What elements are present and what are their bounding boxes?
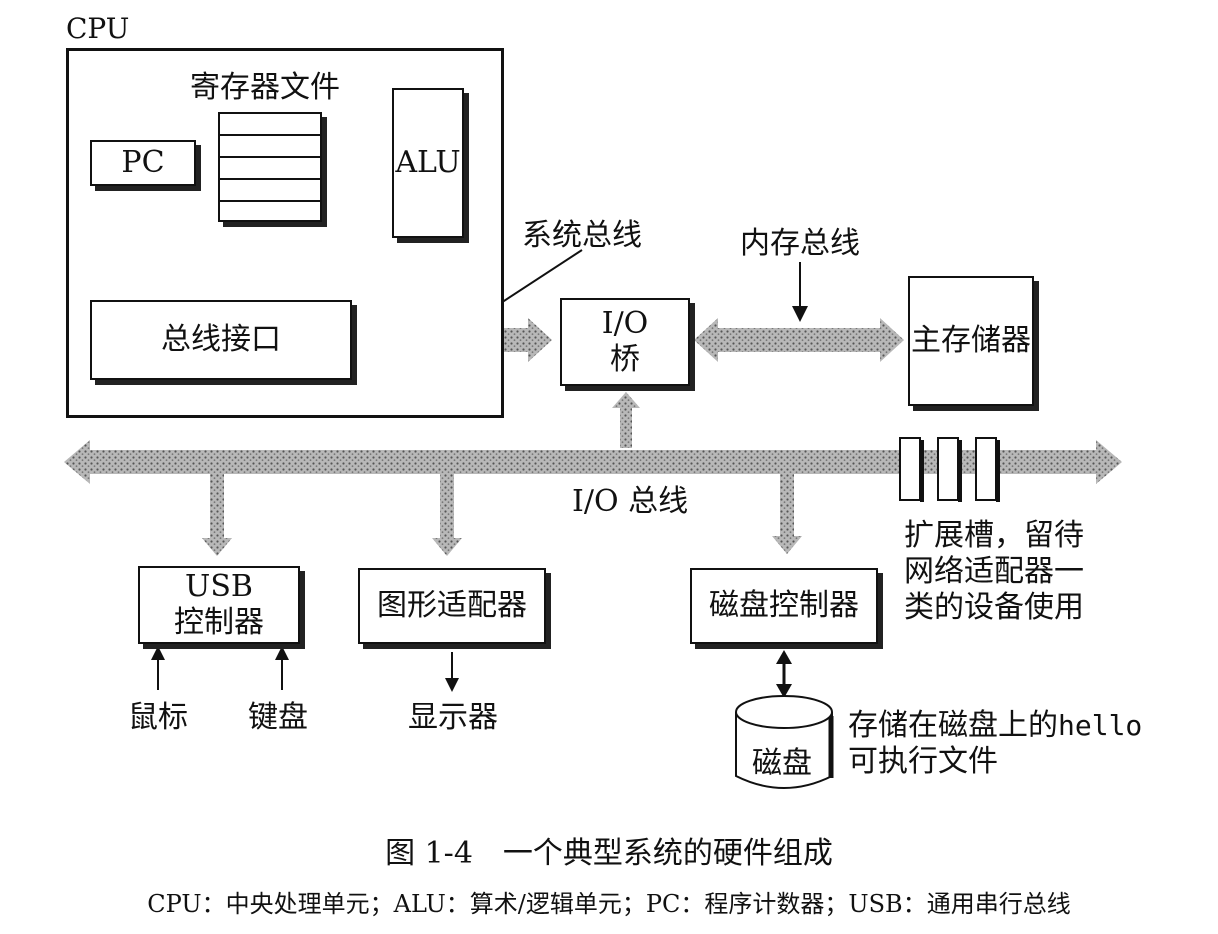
register-file-label: 寄存器文件 (190, 70, 340, 105)
disk-note-text: 存储在磁盘上的 (848, 708, 1058, 743)
cpu-label: CPU (66, 12, 130, 45)
disk-label: 磁盘 (752, 746, 812, 781)
figure-abbreviations: CPU：中央处理单元；ALU：算术/逻辑单元；PC：程序计数器；USB：通用串行… (147, 890, 1071, 918)
disk-cylinder (735, 695, 834, 789)
disk-note-line2: 可执行文件 (848, 744, 998, 779)
memory-bus-label: 内存总线 (740, 226, 860, 261)
usb-controller-line1: USB (185, 569, 253, 604)
disk-controller: 磁盘控制器 (690, 568, 878, 644)
alu-label: ALU (395, 145, 461, 180)
expansion-note-line: 类的设备使用 (904, 590, 1084, 625)
main-memory: 主存储器 (908, 276, 1034, 406)
bridge-iobus-arrow (612, 392, 640, 448)
expansion-note-line: 网络适配器一 (904, 554, 1084, 589)
disk-note: 存储在磁盘上的hello 可执行文件 (848, 708, 1142, 780)
alu: ALU (392, 88, 464, 238)
iobus-to-graphics-arrow (432, 474, 462, 556)
io-bridge-line2: 桥 (610, 342, 640, 377)
iobus-to-diskctrl-arrow (772, 474, 802, 554)
keyboard-label: 键盘 (248, 700, 308, 735)
expansion-slot (899, 437, 921, 501)
expansion-slots-note: 扩展槽，留待 网络适配器一 类的设备使用 (904, 518, 1084, 626)
register-file (218, 112, 322, 222)
bus-interface-label: 总线接口 (161, 322, 281, 357)
disk-controller-label: 磁盘控制器 (709, 588, 859, 623)
expansion-slot (975, 437, 997, 501)
pc-register: PC (90, 140, 196, 186)
io-bridge-line1: I/O (601, 306, 649, 341)
memory-bus-arrow (694, 318, 904, 362)
io-bus-arrow (64, 440, 1122, 484)
usb-controller: USB 控制器 (138, 566, 300, 644)
hello-program-name: hello (1058, 709, 1143, 742)
io-bridge: I/O 桥 (560, 298, 690, 386)
bus-interface: 总线接口 (90, 300, 352, 380)
io-bus-label: I/O 总线 (572, 484, 689, 519)
graphics-adapter: 图形适配器 (358, 568, 546, 644)
usb-controller-line2: 控制器 (174, 605, 264, 640)
mouse-label: 鼠标 (128, 700, 188, 735)
figure-caption: 图 1-4 一个典型系统的硬件组成 (385, 836, 833, 871)
graphics-adapter-label: 图形适配器 (377, 588, 527, 623)
system-bus-label: 系统总线 (522, 218, 642, 253)
expansion-note-line: 扩展槽，留待 (904, 518, 1084, 553)
pc-label: PC (121, 145, 165, 180)
main-memory-label: 主存储器 (911, 323, 1031, 358)
expansion-slot (937, 437, 959, 501)
iobus-to-usb-arrow (202, 474, 232, 556)
display-label: 显示器 (408, 700, 498, 735)
